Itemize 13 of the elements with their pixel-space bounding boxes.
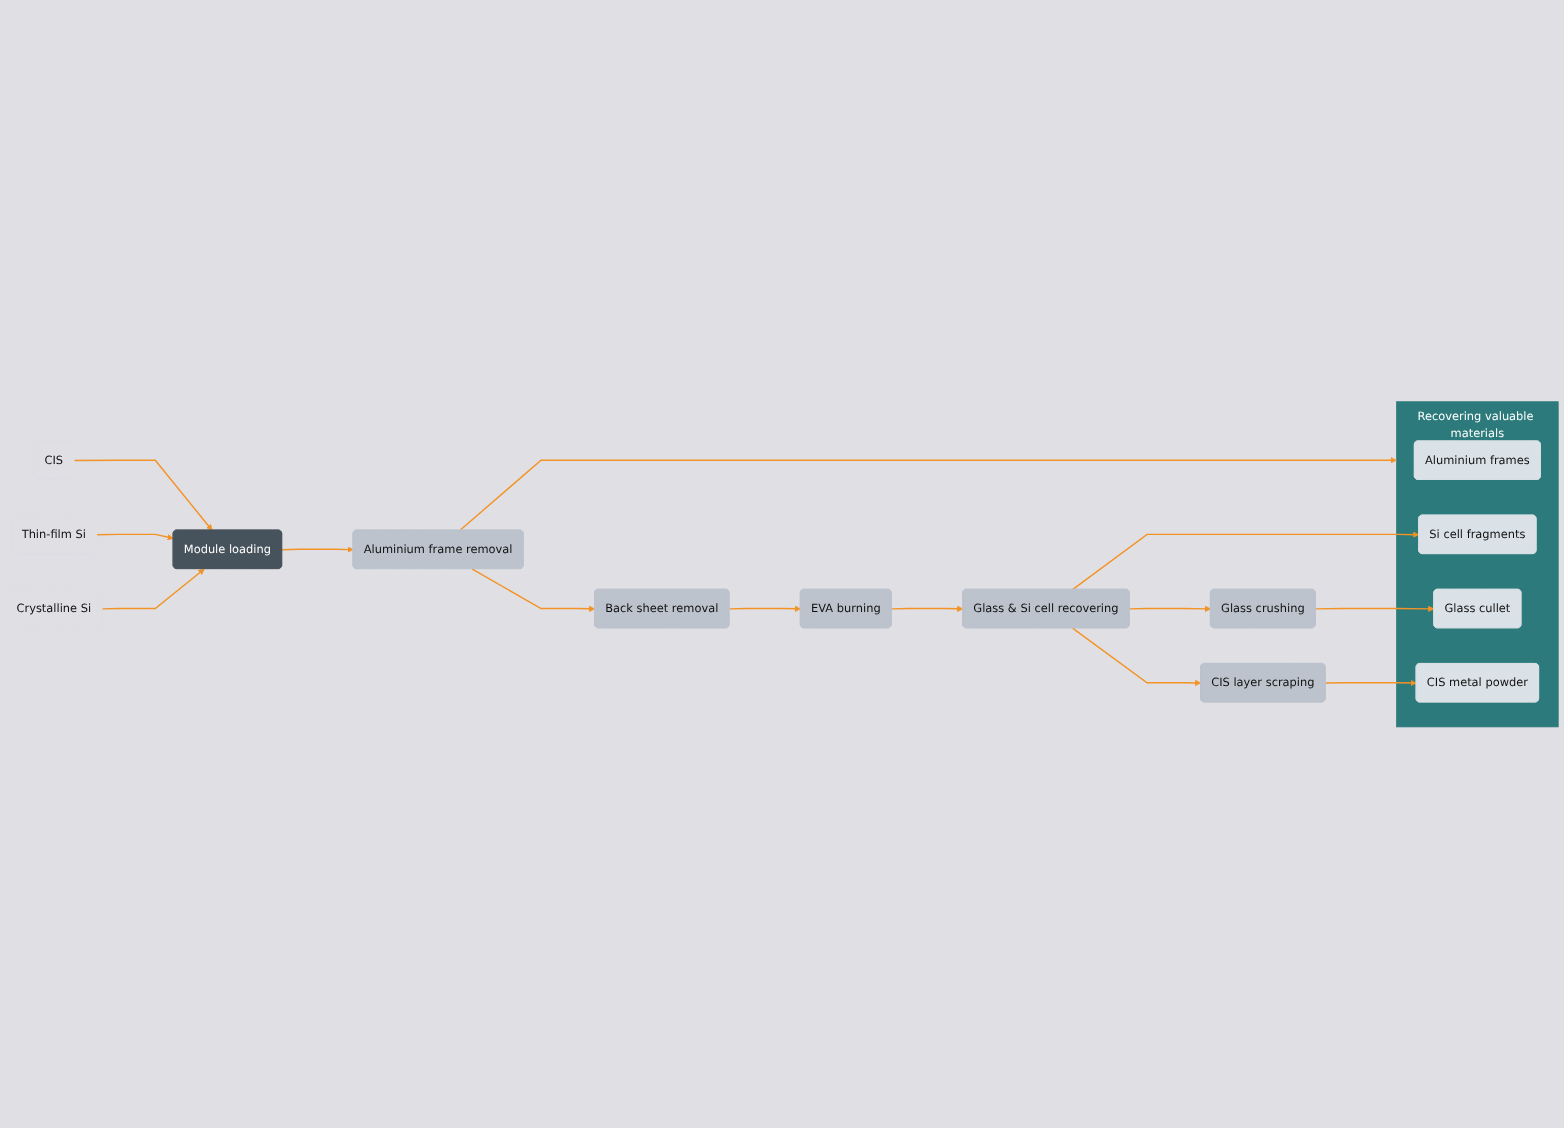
arrow	[1314, 605, 1435, 612]
arrow	[73, 459, 213, 531]
arrow	[1128, 605, 1212, 612]
arrow	[728, 605, 801, 612]
arrow	[96, 533, 174, 540]
arrow	[101, 568, 205, 610]
arrow	[1071, 531, 1420, 591]
arrow	[471, 567, 596, 612]
arrow	[459, 456, 1397, 531]
arrow	[890, 605, 964, 612]
arrow	[1324, 679, 1417, 686]
arrow	[281, 546, 354, 553]
arrow	[1071, 627, 1202, 686]
